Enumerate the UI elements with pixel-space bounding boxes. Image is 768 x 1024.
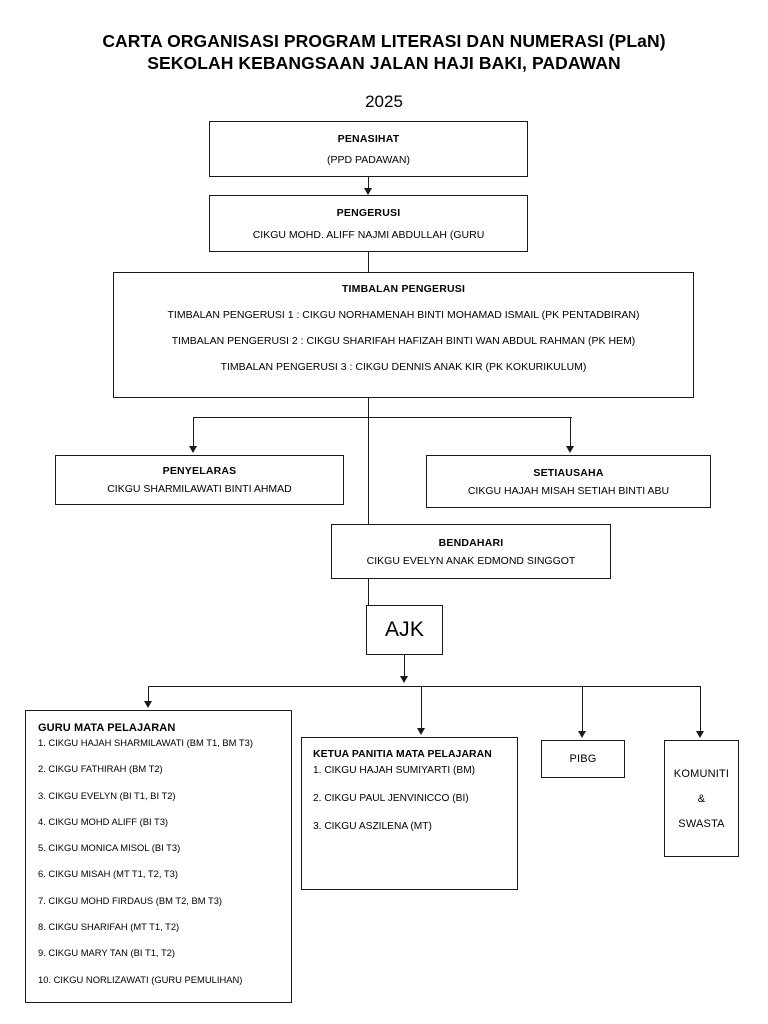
node-bendahari-name: CIKGU EVELYN ANAK EDMOND SINGGOT (366, 554, 576, 567)
connector-bus-to-pibg (582, 686, 584, 732)
node-setiausaha: SETIAUSAHA CIKGU HAJAH MISAH SETIAH BINT… (426, 455, 711, 508)
list-item: 8. CIKGU SHARIFAH (MT T1, T2) (38, 921, 180, 933)
page-title-year: 2025 (365, 92, 403, 111)
node-komuniti-line-3: SWASTA (678, 817, 725, 830)
list-item: 1. CIKGU HAJAH SHARMILAWATI (BM T1, BM T… (38, 737, 253, 748)
arrowhead-pengerusi (364, 188, 372, 195)
arrowhead-komuniti (696, 731, 704, 738)
node-timbalan-line-3: TIMBALAN PENGERUSI 3 : CIKGU DENNIS ANAK… (220, 361, 587, 373)
node-ajk: AJK (366, 605, 443, 655)
node-bendahari-heading: BENDAHARI (438, 536, 504, 549)
connector-bus-to-guru (148, 686, 150, 702)
arrowhead-pibg (578, 731, 586, 738)
node-guru-heading: GURU MATA PELAJARAN (38, 722, 176, 734)
connector-penasihat-pengerusi (368, 177, 370, 189)
node-bendahari: BENDAHARI CIKGU EVELYN ANAK EDMOND SINGG… (331, 524, 611, 579)
node-ajk-heading: AJK (384, 618, 425, 641)
connector-bus-to-penyelaras (193, 417, 195, 447)
arrowhead-setiausaha (566, 446, 574, 453)
node-guru-mata-pelajaran: GURU MATA PELAJARAN 1. CIKGU HAJAH SHARM… (25, 710, 292, 1003)
node-komuniti-swasta: KOMUNITI & SWASTA (664, 740, 739, 857)
node-komuniti-line-2: & (697, 792, 706, 805)
node-ketua-panitia-mata-pelajaran: KETUA PANITIA MATA PELAJARAN 1. CIKGU HA… (301, 737, 518, 890)
node-setiausaha-heading: SETIAUSAHA (533, 466, 604, 479)
connector-timbalan-trunk (368, 398, 370, 526)
node-penasihat-heading: PENASIHAT (337, 132, 400, 145)
list-item: 1. CIKGU HAJAH SUMIYARTI (BM) (313, 765, 476, 776)
node-pengerusi: PENGERUSI CIKGU MOHD. ALIFF NAJMI ABDULL… (209, 195, 528, 252)
node-penyelaras-heading: PENYELARAS (162, 465, 237, 477)
connector-bus-to-komuniti (700, 686, 702, 732)
connector-ajk-bus (148, 686, 700, 688)
connector-bendahari-ajk (368, 579, 370, 605)
list-item: 5. CIKGU MONICA MISOL (BI T3) (38, 842, 181, 854)
node-komuniti-line-1: KOMUNITI (673, 767, 730, 780)
arrowhead-ajk-bus (400, 676, 408, 683)
list-item: 2. CIKGU PAUL JENVINICCO (BI) (313, 793, 469, 804)
list-item: 7. CIKGU MOHD FIRDAUS (BM T2, BM T3) (38, 894, 223, 906)
node-ketua-heading: KETUA PANITIA MATA PELAJARAN (313, 749, 492, 760)
arrowhead-guru (144, 701, 152, 708)
node-pibg-heading: PIBG (569, 753, 597, 765)
connector-timbalan-bus (193, 417, 572, 419)
node-timbalan-heading: TIMBALAN PENGERUSI (341, 283, 466, 295)
node-pengerusi-name: CIKGU MOHD. ALIFF NAJMI ABDULLAH (GURU (252, 228, 485, 241)
list-item: 3. CIKGU EVELYN (BI T1, BI T2) (38, 789, 176, 801)
connector-pengerusi-timbalan (368, 252, 370, 272)
list-item: 3. CIKGU ASZILENA (MT) (313, 821, 432, 832)
node-penyelaras: PENYELARAS CIKGU SHARMILAWATI BINTI AHMA… (55, 455, 344, 505)
node-timbalan-line-2: TIMBALAN PENGERUSI 2 : CIKGU SHARIFAH HA… (171, 335, 636, 347)
page-title-line-2: SEKOLAH KEBANGSAAN JALAN HAJI BAKI, PADA… (147, 53, 621, 73)
node-timbalan-pengerusi: TIMBALAN PENGERUSI TIMBALAN PENGERUSI 1 … (113, 272, 694, 398)
node-setiausaha-name: CIKGU HAJAH MISAH SETIAH BINTI ABU (467, 484, 670, 497)
connector-ajk-trunk (404, 655, 406, 677)
arrowhead-penyelaras (189, 446, 197, 453)
connector-bus-to-ketua (421, 686, 423, 729)
page-title-line-1: CARTA ORGANISASI PROGRAM LITERASI DAN NU… (102, 31, 666, 51)
node-penyelaras-name: CIKGU SHARMILAWATI BINTI AHMAD (107, 483, 292, 495)
chart-title-block: CARTA ORGANISASI PROGRAM LITERASI DAN NU… (0, 30, 768, 112)
node-pibg: PIBG (541, 740, 625, 778)
list-item: 4. CIKGU MOHD ALIFF (BI T3) (38, 815, 169, 827)
list-item: 9. CIKGU MARY TAN (BI T1, T2) (38, 947, 176, 959)
node-timbalan-line-1: TIMBALAN PENGERUSI 1 : CIKGU NORHAMENAH … (167, 309, 640, 321)
list-item: 10. CIKGU NORLIZAWATI (GURU PEMULIHAN) (38, 973, 243, 985)
list-item: 2. CIKGU FATHIRAH (BM T2) (38, 763, 163, 775)
arrowhead-ketua (417, 728, 425, 735)
node-pengerusi-heading: PENGERUSI (336, 206, 401, 219)
node-penasihat: PENASIHAT (PPD PADAWAN) (209, 121, 528, 177)
list-item: 6. CIKGU MISAH (MT T1, T2, T3) (38, 868, 178, 880)
node-penasihat-name: (PPD PADAWAN) (326, 153, 411, 166)
connector-bus-to-setiausaha (570, 417, 572, 447)
